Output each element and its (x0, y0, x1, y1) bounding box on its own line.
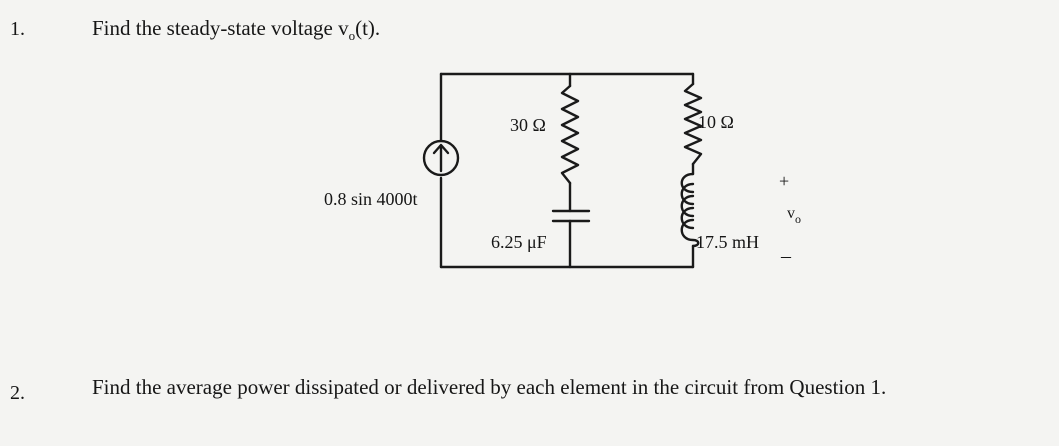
resistor-10-symbol (683, 82, 703, 166)
question-2-number: 2. (10, 382, 25, 404)
source-label: 0.8 sin 4000t (324, 189, 418, 209)
question-1-text: Find the steady-state voltage vo(t). (92, 16, 380, 44)
resistor-10-label: 10 Ω (698, 112, 734, 132)
output-voltage-symbol: v (787, 205, 795, 222)
question-1-text-main: Find the steady-state voltage v (92, 16, 349, 40)
question-1-text-end: (t). (355, 16, 381, 40)
current-source-symbol (422, 139, 460, 177)
capacitor-label: 6.25 μF (491, 232, 547, 252)
question-1-number: 1. (10, 18, 25, 40)
source-arrow-icon (432, 143, 450, 173)
resistor-30-label: 30 Ω (510, 115, 546, 135)
resistor-30-symbol (560, 84, 580, 185)
capacitor-symbol (551, 209, 591, 223)
output-plus-sign: + (779, 171, 789, 191)
inductor-symbol (680, 172, 700, 248)
question-2-text: Find the average power dissipated or del… (92, 375, 887, 399)
output-voltage-label: vo (787, 205, 801, 226)
output-voltage-subscript: o (795, 212, 801, 226)
output-minus-sign: – (780, 245, 792, 267)
inductor-label: 17.5 mH (696, 232, 759, 252)
question-1-subscript: o (348, 28, 356, 44)
